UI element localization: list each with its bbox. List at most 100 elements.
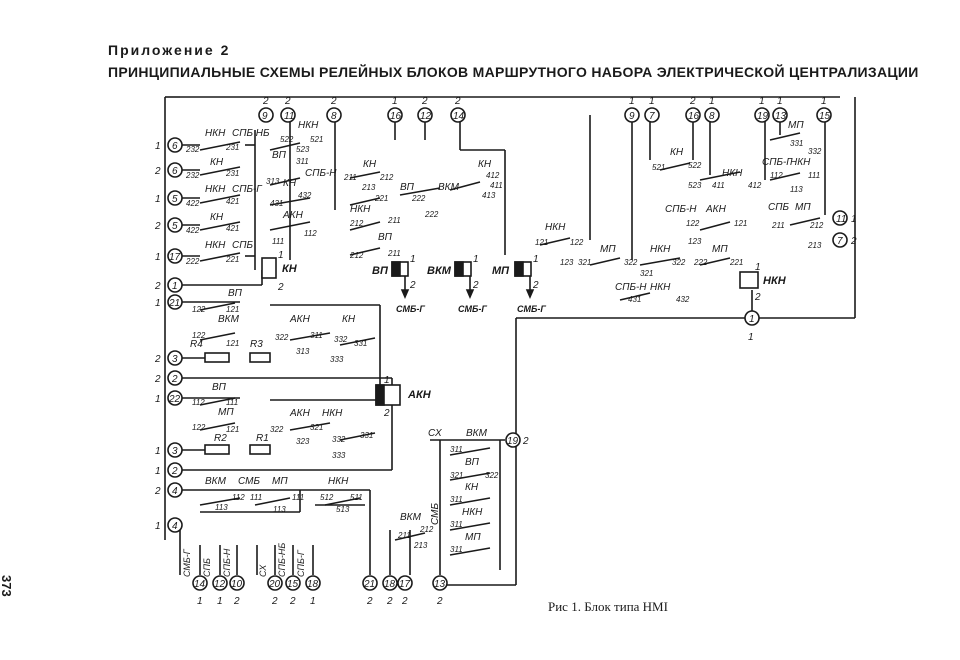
terminal-mark: 2 — [522, 436, 529, 447]
terminal-label: 21 — [363, 579, 375, 590]
terminal-label: 13 — [434, 579, 446, 590]
terminal-mark: 2 — [421, 96, 428, 107]
terminal-mark: 2 — [330, 96, 337, 107]
terminal-mark: 1 — [155, 141, 161, 152]
contact-label: КН — [283, 178, 297, 189]
contact-label: НКН — [650, 282, 671, 293]
terminal-label: 18 — [384, 579, 396, 590]
contact-number: 313 — [296, 347, 310, 356]
terminal-label: 7 — [837, 236, 843, 247]
contact-label: КН — [478, 159, 492, 170]
contact-label: НКН — [205, 240, 226, 251]
coil-pin: 1 — [384, 375, 390, 386]
contact-number: 432 — [676, 295, 690, 304]
contact-label: НКН — [298, 120, 319, 131]
contact-label: КН — [363, 159, 377, 170]
contact-number: 322 — [672, 258, 686, 267]
contact-number: 321 — [310, 423, 323, 432]
contact-label: МП — [712, 244, 728, 255]
relay-label: КН — [282, 263, 298, 275]
contact-number: 331 — [790, 139, 803, 148]
contact-number: 411 — [490, 181, 503, 190]
relay-label: НКН — [763, 275, 787, 287]
terminal-mark: 2 — [262, 96, 269, 107]
contact-label: НКН — [205, 128, 226, 139]
contact-number: 222 — [411, 194, 426, 203]
contact-number: 521 — [652, 163, 665, 172]
coil-pin: 1 — [410, 254, 416, 265]
terminal-mark: 2 — [689, 96, 696, 107]
contact-number: 311 — [450, 520, 463, 529]
terminal-label: 20 — [268, 579, 281, 590]
terminal-mark: 1 — [155, 521, 161, 532]
contact-number: 321 — [578, 258, 591, 267]
coil-pin: 2 — [532, 280, 539, 291]
contact-label: КН — [210, 157, 224, 168]
contact-label: ВКМ — [400, 512, 422, 523]
contact-number: 121 — [226, 339, 239, 348]
contact-number: 211 — [397, 531, 411, 540]
terminal-mark: 2 — [850, 236, 857, 247]
terminal-label: 1 — [172, 281, 178, 292]
terminal-label: 12 — [214, 579, 226, 590]
coil-pin: 1 — [278, 250, 284, 261]
terminal-label: 2 — [171, 374, 178, 385]
terminal-mark: 1 — [197, 596, 203, 607]
terminal-mark: 1 — [155, 252, 161, 263]
terminal-label: 4 — [172, 521, 178, 532]
contact-number: 521 — [310, 135, 323, 144]
terminal-mark: 2 — [401, 596, 408, 607]
terminal-caption: СМБ-Г — [182, 548, 192, 577]
contact-label: НКН — [545, 222, 566, 233]
contact-number: 331 — [360, 431, 373, 440]
contact-number: 513 — [336, 505, 350, 514]
contact-number: 221 — [729, 258, 743, 267]
terminals — [167, 107, 848, 591]
terminal-mark: 2 — [154, 486, 161, 497]
contact-label: СПБ-Г — [232, 184, 263, 195]
terminal-mark: 2 — [289, 596, 296, 607]
contact-number: 122 — [192, 331, 206, 340]
contact-number: 311 — [450, 545, 463, 554]
terminal-label: 4 — [172, 486, 178, 497]
terminal-label: 11 — [836, 214, 846, 225]
contact-number: 422 — [186, 226, 200, 235]
contact-label: НКН — [328, 476, 349, 487]
contact-number: 211 — [387, 249, 401, 258]
contact-number: 322 — [485, 471, 499, 480]
terminal-label: 13 — [775, 111, 787, 122]
contact-number: 122 — [686, 219, 700, 228]
relay-label: ВКМ — [427, 265, 452, 277]
terminal-label: 5 — [172, 221, 178, 232]
terminal-mark: 1 — [155, 446, 161, 457]
contact-label: НКН — [205, 184, 226, 195]
contact-label: МП — [272, 476, 288, 487]
terminal-label: 15 — [287, 579, 299, 590]
terminal-label: 7 — [649, 111, 655, 122]
contact-number: 213 — [413, 541, 428, 550]
contact-number: 522 — [688, 161, 702, 170]
terminal-mark: 1 — [155, 394, 161, 405]
contact-number: 332 — [334, 335, 348, 344]
figure-caption: Рис 1. Блок типа НМI — [548, 599, 668, 614]
contact-number: 231 — [225, 169, 239, 178]
terminal-mark: 2 — [154, 281, 161, 292]
relay-label: СМБ-Г — [458, 304, 487, 314]
terminal-mark: 1 — [709, 96, 715, 107]
contact-number: 112 — [232, 493, 245, 502]
contact-number: 322 — [270, 425, 284, 434]
terminal-label: 18 — [307, 579, 319, 590]
contact-label: КН — [210, 212, 224, 223]
contact-number: 122 — [192, 305, 206, 314]
contact-number: 412 — [486, 171, 500, 180]
resistor-label: R1 — [256, 433, 269, 444]
terminal-label: 21 — [168, 298, 180, 309]
contact-number: 421 — [226, 197, 239, 206]
page-title: ПРИНЦИПИАЛЬНЫЕ СХЕМЫ РЕЛЕЙНЫХ БЛОКОВ МАР… — [108, 64, 919, 80]
relay-label: МП — [492, 265, 510, 277]
contact-number: 123 — [688, 237, 702, 246]
coil-pin: 1 — [473, 254, 479, 265]
terminal-mark: 1 — [851, 214, 857, 225]
contact-number: 511 — [350, 493, 363, 502]
coil-pin: 2 — [754, 292, 761, 303]
